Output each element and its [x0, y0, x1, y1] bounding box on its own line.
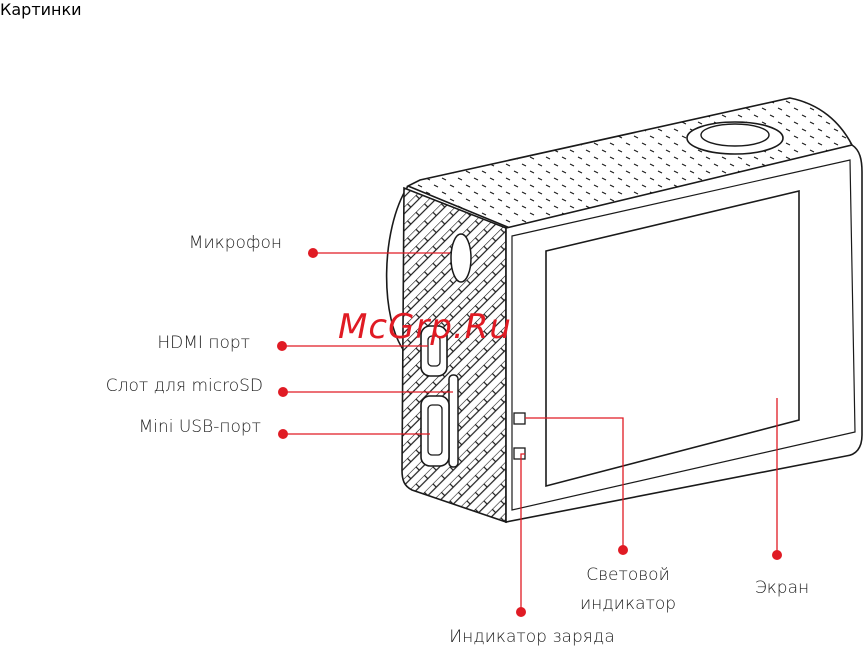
- callout-dot-hdmi: [277, 341, 287, 351]
- label-status-light-2: индикатор: [566, 594, 690, 614]
- callout-dot-microsd: [278, 387, 288, 397]
- label-microphone: Микрофон: [150, 233, 282, 253]
- microsd-slot-shape: [449, 375, 458, 467]
- callout-dot-microphone: [308, 248, 318, 258]
- label-microsd: Слот для microSD: [60, 376, 263, 396]
- watermark: McGrp.Ru: [338, 307, 512, 347]
- label-screen: Экран: [738, 578, 826, 598]
- callout-dot-screen: [772, 550, 782, 560]
- callout-dot-status-light: [618, 545, 628, 555]
- status-light-shape: [514, 413, 525, 424]
- label-hdmi: HDMI порт: [110, 333, 250, 353]
- label-status-light-1: Световой: [566, 565, 690, 585]
- label-miniusb: Mini USB-порт: [90, 417, 261, 437]
- label-charge-indicator: Индикатор заряда: [432, 627, 632, 647]
- callout-dot-miniusb: [278, 429, 288, 439]
- callout-dot-charge: [516, 607, 526, 617]
- microphone-hole: [451, 234, 471, 282]
- side-face: [402, 188, 506, 522]
